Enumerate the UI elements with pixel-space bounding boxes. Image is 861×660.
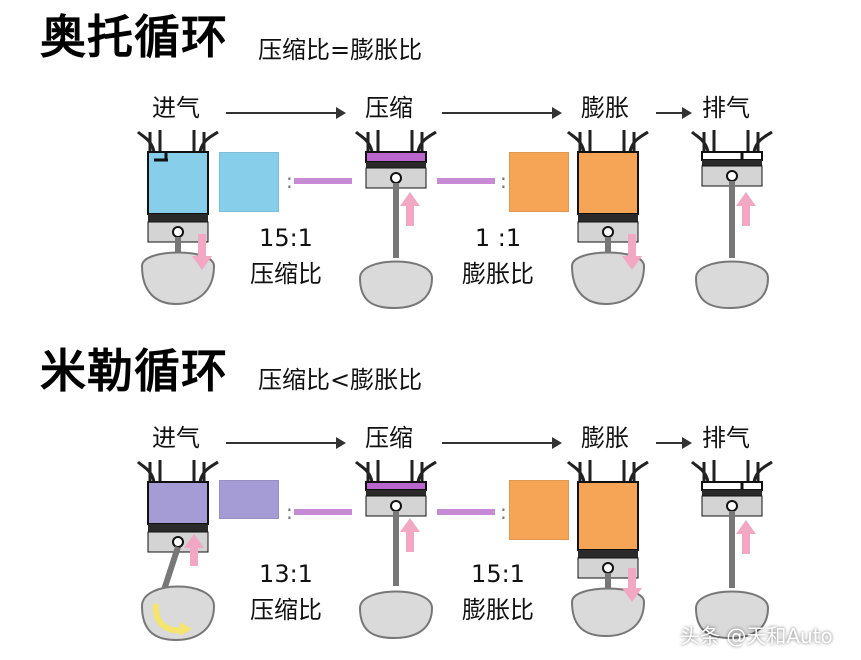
miller-arrow-1 <box>226 437 346 449</box>
miller-subtitle: 压缩比<膨胀比 <box>258 366 423 394</box>
miller-compressed-volume <box>509 480 569 540</box>
otto-connector-2 <box>437 178 495 184</box>
otto-engine-intake <box>136 130 219 306</box>
otto-engine-exhaust <box>690 130 773 310</box>
otto-colon-1: : <box>286 169 293 193</box>
otto-compression-label: 压缩比 <box>250 260 322 288</box>
miller-engine-power <box>566 460 649 638</box>
miller-expansion-ratio: 15:1 <box>471 560 525 588</box>
miller-engine-exhaust <box>690 460 773 640</box>
otto-expansion-label: 膨胀比 <box>462 260 534 288</box>
otto-arrow-2 <box>442 107 562 119</box>
miller-arrow-2 <box>442 437 562 449</box>
otto-engine-power <box>566 130 649 306</box>
otto-expansion-ratio: 1 :1 <box>474 224 522 252</box>
miller-intake-volume <box>219 480 279 519</box>
miller-title: 米勒循环 <box>40 344 228 398</box>
otto-subtitle: 压缩比=膨胀比 <box>258 36 423 64</box>
otto-connector-1 <box>294 178 352 184</box>
otto-stage-power: 膨胀 <box>581 94 629 122</box>
otto-stage-compression: 压缩 <box>365 94 413 122</box>
otto-arrow-1 <box>226 107 346 119</box>
otto-stage-exhaust: 排气 <box>702 94 750 122</box>
miller-arrow-3 <box>656 437 692 449</box>
miller-compression-label: 压缩比 <box>250 596 322 624</box>
otto-engine-compression <box>354 130 437 310</box>
otto-compressed-volume <box>509 152 569 212</box>
miller-colon-1: : <box>286 500 293 524</box>
otto-compression-ratio: 15:1 <box>259 224 313 252</box>
miller-engine-compression <box>354 460 437 640</box>
miller-engine-intake <box>136 460 219 642</box>
watermark: 头条 @天和Auto <box>680 624 833 648</box>
miller-stage-intake: 进气 <box>152 424 200 452</box>
miller-connector-1 <box>294 509 352 515</box>
otto-arrow-3 <box>656 107 692 119</box>
otto-intake-volume <box>219 152 279 212</box>
miller-stage-compression: 压缩 <box>365 424 413 452</box>
miller-stage-exhaust: 排气 <box>702 424 750 452</box>
otto-stage-intake: 进气 <box>152 94 200 122</box>
miller-compression-ratio: 13:1 <box>259 560 313 588</box>
otto-colon-2: : <box>500 169 507 193</box>
miller-connector-2 <box>437 509 495 515</box>
otto-title: 奥托循环 <box>40 10 228 64</box>
miller-stage-power: 膨胀 <box>581 424 629 452</box>
miller-colon-2: : <box>500 500 507 524</box>
miller-expansion-label: 膨胀比 <box>462 596 534 624</box>
